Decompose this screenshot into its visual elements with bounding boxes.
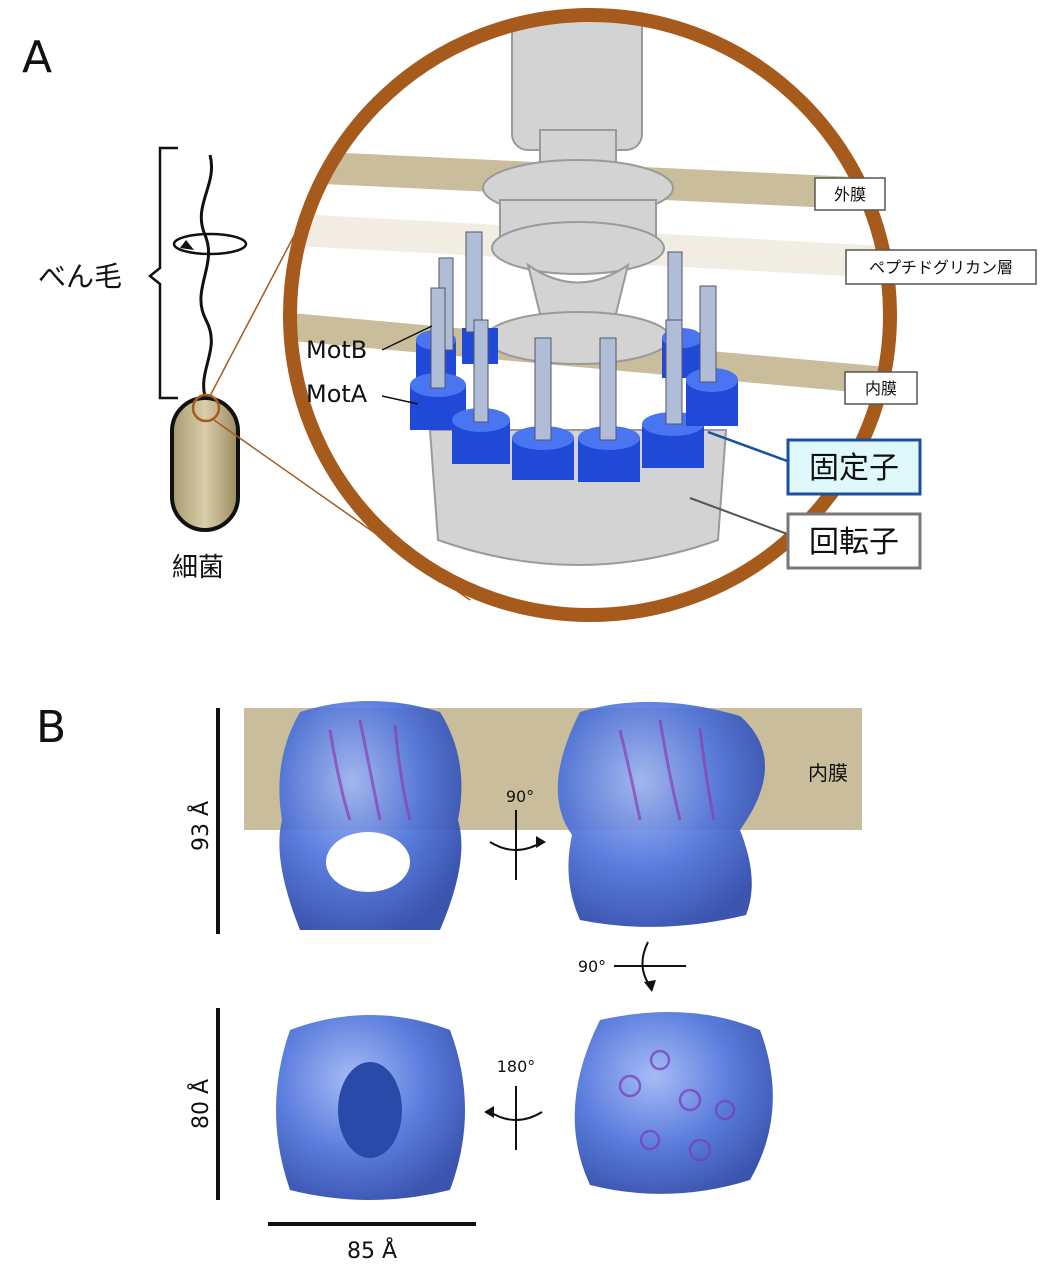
- stator-unit: [452, 319, 510, 464]
- density-map-pore: [326, 832, 410, 892]
- flagellum-rotation-ellipse: [172, 232, 248, 256]
- motb-leader-line: [381, 325, 433, 351]
- inner-membrane-label-b: 内膜: [808, 761, 848, 785]
- rotor-label: 回転子: [809, 525, 899, 560]
- density-map-bottom-view: [574, 1012, 773, 1194]
- rotation-arrowhead-icon: [484, 1106, 494, 1118]
- panel-b-letter: B: [36, 702, 66, 753]
- motb-label: MotB: [306, 336, 367, 364]
- inner-membrane-label: 内膜: [865, 379, 897, 398]
- rotation-label-90-first: 90°: [506, 787, 534, 806]
- motor-zoom-view: [290, 15, 890, 615]
- rotation-arrowhead-icon: [536, 836, 546, 848]
- stator-ring: [410, 231, 738, 482]
- stator-leader-line: [707, 430, 791, 464]
- panel-a-letter: A: [22, 32, 52, 83]
- rotation-indicator-3: 180°: [484, 1057, 543, 1150]
- flagellum-bracket: [147, 146, 178, 400]
- mota-leader-line: [381, 395, 419, 405]
- flagellum-rotation-arrowhead-icon: [180, 240, 194, 250]
- density-map-ring-hole: [338, 1062, 402, 1158]
- mota-label: MotA: [306, 380, 368, 408]
- rotation-label-180: 180°: [497, 1057, 536, 1076]
- zoom-circle: [283, 8, 897, 622]
- rotor-structure: [428, 15, 728, 566]
- inner-membrane-box: [844, 371, 918, 405]
- stator-unit: [578, 337, 640, 482]
- rotation-indicator-2: 90°: [578, 941, 686, 992]
- flagellum-label: べん毛: [38, 260, 122, 293]
- outer-membrane-label: 外膜: [834, 185, 866, 204]
- rotor-leader-line: [689, 497, 791, 536]
- density-map-side-front: [279, 701, 462, 930]
- rotation-indicator-1: 90°: [489, 787, 546, 880]
- stator-unit: [686, 285, 738, 426]
- density-map-top-ring: [276, 1015, 465, 1200]
- stator-unit: [512, 337, 574, 480]
- bacterium-label: 細菌: [172, 553, 224, 583]
- stator-box: [786, 438, 922, 496]
- height-label-top: 93 Å: [187, 801, 214, 851]
- peptidoglycan-label: ペプチドグリカン層: [869, 258, 1013, 277]
- rotation-arrowhead-icon: [644, 980, 656, 992]
- peptidoglycan-box: [845, 249, 1037, 285]
- flagellum-filament: [199, 154, 213, 401]
- outer-membrane-box: [814, 177, 886, 211]
- rotation-label-90-second: 90°: [578, 957, 606, 976]
- density-map-side-rotated: [557, 701, 765, 927]
- width-label: 85 Å: [347, 1237, 397, 1264]
- bacterium-cell: [170, 396, 240, 532]
- stator-label: 固定子: [809, 451, 899, 486]
- rotor-box: [786, 512, 922, 570]
- height-label-bottom: 80 Å: [187, 1079, 214, 1129]
- motor-zoom-marker: [191, 393, 221, 423]
